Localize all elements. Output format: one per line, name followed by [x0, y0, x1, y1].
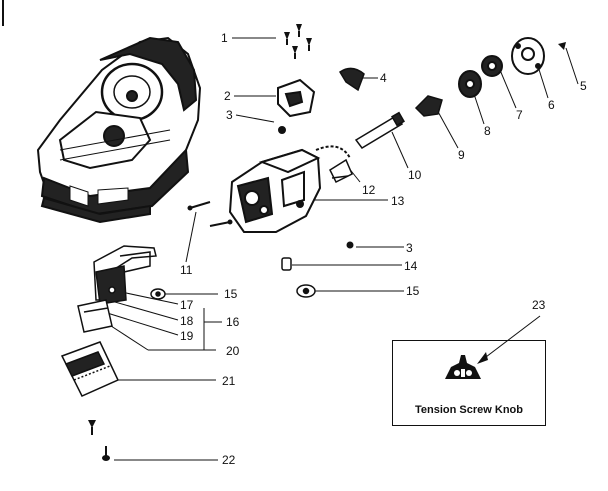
callout-12: 12	[362, 183, 376, 197]
tension-screw-knob-icon	[445, 355, 481, 379]
page-edge-mark	[2, 0, 4, 26]
callout-7: 7	[516, 108, 523, 122]
screw-part-3	[278, 126, 286, 134]
housing-part-13	[228, 145, 351, 233]
shaft-part-10	[354, 111, 405, 149]
callout-13: 13	[391, 194, 405, 208]
screw-part-3b	[346, 241, 354, 249]
callout-21: 21	[222, 374, 236, 388]
callout-15b: 15	[406, 284, 420, 298]
callout-8: 8	[484, 124, 491, 138]
callout-9: 9	[458, 148, 465, 162]
disk-part-6	[511, 37, 545, 75]
callout-3: 3	[226, 108, 233, 122]
pins-part-11	[187, 201, 233, 227]
inset-label: Tension Screw Knob	[415, 404, 523, 416]
callout-1: 1	[221, 31, 228, 45]
callout-18: 18	[180, 314, 194, 328]
callout-20: 20	[226, 344, 240, 358]
gear-part-8	[458, 70, 482, 98]
washer-part-15b	[296, 284, 316, 298]
foot-plate-part-20	[77, 299, 113, 333]
callout-17: 17	[180, 298, 194, 312]
washer-part-15a	[150, 288, 166, 300]
callout-6: 6	[548, 98, 555, 112]
bracket-part-2	[277, 78, 316, 118]
callout-3b: 3	[406, 241, 413, 255]
blade-part-21	[60, 341, 120, 397]
callout-5: 5	[580, 79, 587, 93]
callout-2: 2	[224, 89, 231, 103]
callout-23: 23	[532, 298, 546, 312]
wheel-part-7	[481, 55, 503, 77]
screw-part-5	[558, 42, 566, 50]
callout-4: 4	[380, 71, 387, 85]
callout-14: 14	[404, 259, 418, 273]
callout-10: 10	[408, 168, 422, 182]
inset-panel: Tension Screw Knob	[392, 340, 546, 426]
spring-part-12	[329, 158, 353, 184]
arrowhead	[477, 352, 488, 364]
screws-part-1	[284, 24, 312, 59]
clip-part-4	[338, 67, 365, 92]
stud-part-14	[281, 257, 292, 271]
knob-part-9	[414, 95, 443, 117]
callout-19: 19	[180, 329, 194, 343]
callout-15: 15	[224, 287, 238, 301]
screws-part-22	[88, 420, 110, 461]
callout-16: 16	[226, 315, 240, 329]
base-housing	[36, 36, 202, 224]
callout-22: 22	[222, 453, 236, 467]
slide-bracket-parts-17-19	[93, 245, 157, 305]
callout-11: 11	[180, 263, 193, 277]
